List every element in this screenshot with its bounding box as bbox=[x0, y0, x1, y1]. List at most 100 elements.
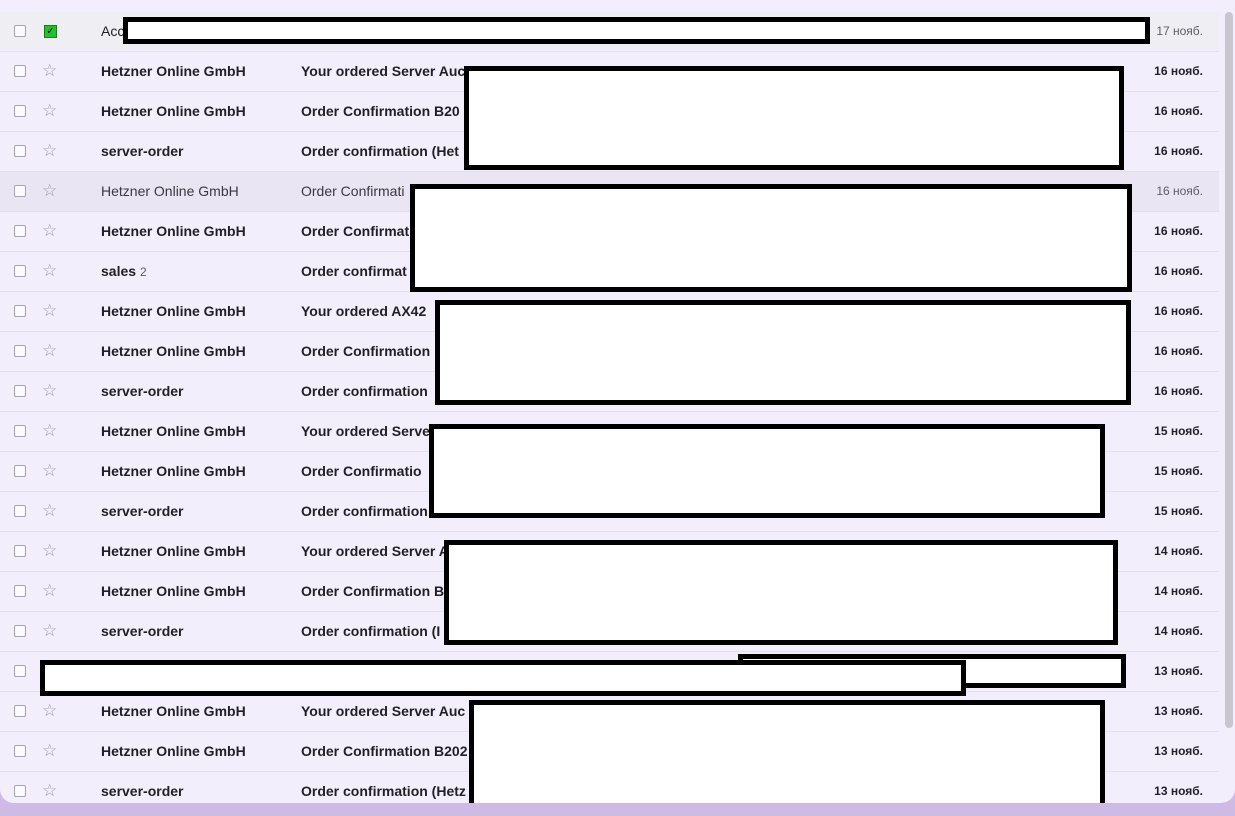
checkbox-icon[interactable] bbox=[14, 345, 26, 357]
star-outline-icon[interactable]: ☆ bbox=[42, 261, 58, 280]
email-subject: Order Confirmation B20 bbox=[301, 103, 460, 119]
email-sender: Hetzner Online GmbH bbox=[101, 703, 246, 719]
email-sender: Acc bbox=[101, 23, 125, 39]
email-subject: Your ordered Server Auc bbox=[301, 63, 466, 79]
checkbox-icon[interactable] bbox=[14, 265, 26, 277]
email-subject: Order Confirmatio bbox=[301, 463, 422, 479]
email-date: 16 нояб. bbox=[1154, 304, 1203, 318]
redaction-box bbox=[464, 66, 1124, 170]
star-outline-icon[interactable]: ☆ bbox=[42, 221, 58, 240]
star-outline-icon[interactable]: ☆ bbox=[42, 381, 58, 400]
email-sender: server-order bbox=[101, 383, 184, 399]
email-subject: Order confirmat bbox=[301, 263, 407, 279]
star-outline-icon[interactable]: ☆ bbox=[42, 621, 58, 640]
email-date: 16 нояб. bbox=[1156, 184, 1203, 198]
email-sender: server-order bbox=[101, 143, 184, 159]
star-outline-icon[interactable]: ☆ bbox=[42, 421, 58, 440]
star-outline-icon[interactable]: ☆ bbox=[42, 541, 58, 560]
email-sender: Hetzner Online GmbH bbox=[101, 543, 246, 559]
email-subject: Your ordered AX42 bbox=[301, 303, 427, 319]
email-date: 16 нояб. bbox=[1154, 64, 1203, 78]
email-date: 15 нояб. bbox=[1154, 504, 1203, 518]
star-outline-icon[interactable]: ☆ bbox=[42, 461, 58, 480]
email-date: 14 нояб. bbox=[1154, 584, 1203, 598]
checkbox-icon[interactable] bbox=[14, 465, 26, 477]
email-subject: Your ordered Server Auc bbox=[301, 703, 466, 719]
checkbox-icon[interactable] bbox=[14, 65, 26, 77]
checkbox-icon[interactable] bbox=[14, 585, 26, 597]
email-date: 13 нояб. bbox=[1154, 784, 1203, 798]
email-subject: Order confirmation (Hetz bbox=[301, 783, 466, 799]
email-date: 14 нояб. bbox=[1154, 544, 1203, 558]
thread-count: 2 bbox=[140, 265, 147, 279]
email-sender: server-order bbox=[101, 783, 184, 799]
checkbox-icon[interactable] bbox=[14, 705, 26, 717]
checkbox-icon[interactable] bbox=[14, 225, 26, 237]
email-date: 16 нояб. bbox=[1154, 144, 1203, 158]
email-subject: Order confirmation bbox=[301, 503, 428, 519]
checkbox-icon[interactable] bbox=[14, 385, 26, 397]
email-subject: Your ordered Server A bbox=[301, 543, 449, 559]
email-subject: Order Confirmat bbox=[301, 223, 410, 239]
checkbox-icon[interactable] bbox=[14, 785, 26, 797]
email-date: 16 нояб. bbox=[1154, 104, 1203, 118]
star-outline-icon[interactable]: ☆ bbox=[42, 181, 58, 200]
checkbox-icon[interactable] bbox=[14, 665, 26, 677]
checkbox-icon[interactable] bbox=[14, 425, 26, 437]
redaction-box bbox=[444, 540, 1118, 645]
star-outline-icon[interactable]: ☆ bbox=[42, 501, 58, 520]
redaction-box bbox=[435, 300, 1131, 405]
checkmark-icon[interactable]: ✓ bbox=[44, 25, 57, 38]
star-outline-icon[interactable]: ☆ bbox=[42, 581, 58, 600]
email-subject: Order Confirmation bbox=[301, 343, 431, 359]
email-date: 16 нояб. bbox=[1154, 224, 1203, 238]
checkbox-icon[interactable] bbox=[14, 625, 26, 637]
email-subject: Order confirmation bbox=[301, 383, 428, 399]
email-date: 16 нояб. bbox=[1154, 344, 1203, 358]
email-sender: Hetzner Online GmbH bbox=[101, 343, 246, 359]
checkbox-icon[interactable] bbox=[14, 745, 26, 757]
redaction-box bbox=[469, 700, 1105, 803]
checkbox-icon[interactable] bbox=[14, 105, 26, 117]
star-outline-icon[interactable]: ☆ bbox=[42, 101, 58, 120]
email-date: 15 нояб. bbox=[1154, 424, 1203, 438]
checkbox-icon[interactable] bbox=[14, 505, 26, 517]
email-sender: Hetzner Online GmbH bbox=[101, 183, 239, 199]
scrollbar[interactable] bbox=[1225, 12, 1233, 728]
email-date: 14 нояб. bbox=[1154, 624, 1203, 638]
email-date: 13 нояб. bbox=[1154, 664, 1203, 678]
email-date: 16 нояб. bbox=[1154, 384, 1203, 398]
email-sender: Hetzner Online GmbH bbox=[101, 463, 246, 479]
email-subject: Your ordered Serve bbox=[301, 423, 430, 439]
redaction-box bbox=[123, 17, 1150, 44]
checkbox-icon[interactable] bbox=[14, 145, 26, 157]
checkbox-icon[interactable] bbox=[14, 185, 26, 197]
checkbox-icon[interactable] bbox=[14, 305, 26, 317]
star-outline-icon[interactable]: ☆ bbox=[42, 781, 58, 800]
email-subject: Order Confirmation B bbox=[301, 583, 445, 599]
email-date: 17 нояб. bbox=[1156, 24, 1203, 38]
email-sender: Hetzner Online GmbH bbox=[101, 423, 246, 439]
email-subject: Order Confirmation B202 bbox=[301, 743, 468, 759]
star-outline-icon[interactable]: ☆ bbox=[42, 701, 58, 720]
star-outline-icon[interactable]: ☆ bbox=[42, 61, 58, 80]
email-date: 13 нояб. bbox=[1154, 744, 1203, 758]
email-subject: Order Confirmati bbox=[301, 183, 405, 199]
star-outline-icon[interactable]: ☆ bbox=[42, 741, 58, 760]
star-outline-icon[interactable]: ☆ bbox=[42, 141, 58, 160]
email-sender: Hetzner Online GmbH bbox=[101, 103, 246, 119]
email-sender: server-order bbox=[101, 623, 184, 639]
checkbox-icon[interactable] bbox=[14, 25, 26, 37]
email-subject: Order confirmation (I bbox=[301, 623, 441, 639]
redaction-box bbox=[410, 184, 1132, 292]
email-sender-name: sales bbox=[101, 263, 137, 279]
email-sender: Hetzner Online GmbH bbox=[101, 303, 246, 319]
checkbox-icon[interactable] bbox=[14, 545, 26, 557]
email-sender: Hetzner Online GmbH bbox=[101, 223, 246, 239]
email-date: 13 нояб. bbox=[1154, 704, 1203, 718]
star-outline-icon[interactable]: ☆ bbox=[42, 341, 58, 360]
star-outline-icon[interactable]: ☆ bbox=[42, 301, 58, 320]
email-sender: Hetzner Online GmbH bbox=[101, 743, 246, 759]
